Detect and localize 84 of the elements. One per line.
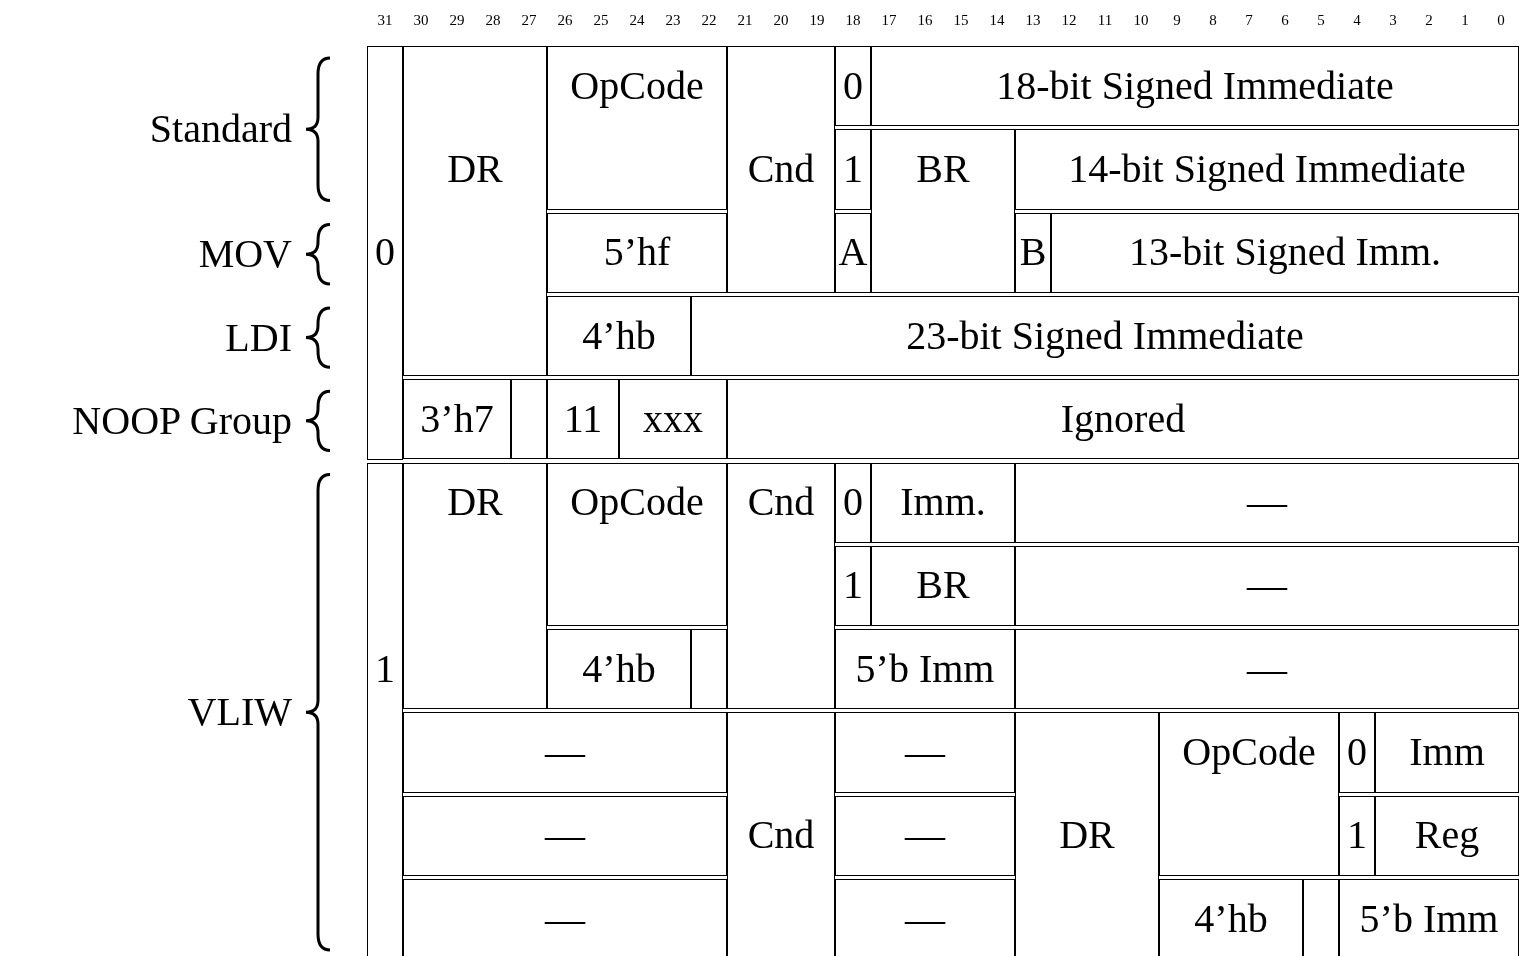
field-label: 5’b Imm: [1359, 896, 1499, 941]
bit-number: 26: [557, 12, 573, 29]
format-label: MOV: [198, 232, 292, 277]
field-label: —: [545, 730, 585, 775]
bit-number: 28: [485, 12, 501, 29]
bit-number: 31: [377, 12, 393, 29]
bit-number: 7: [1245, 12, 1253, 29]
field-label: 23-bit Signed Immediate: [906, 313, 1304, 358]
field-label: —: [1247, 480, 1287, 525]
field-label: DR: [447, 146, 503, 191]
field-label: Reg: [1414, 813, 1480, 858]
bit-number: 20: [773, 12, 789, 29]
field-label: Cnd: [747, 480, 815, 525]
field-label: BR: [916, 563, 970, 608]
field-label: DR: [1059, 813, 1115, 858]
bit-number: 8: [1209, 12, 1217, 29]
field-label: —: [1247, 646, 1287, 691]
field-label: 4’hb: [1194, 896, 1268, 941]
field-label: 13-bit Signed Imm.: [1128, 230, 1442, 275]
format-label: Standard: [149, 107, 292, 152]
field-label: OpCode: [1182, 730, 1316, 775]
bit-number: 19: [809, 12, 825, 29]
field-label: xxx: [643, 396, 703, 441]
bit-number: 0: [1497, 12, 1505, 29]
field-label: 0: [1347, 730, 1367, 775]
field-label: BR: [916, 146, 970, 191]
field-label: OpCode: [570, 63, 704, 108]
bit-number: 23: [665, 12, 681, 29]
bit-number: 25: [593, 12, 609, 29]
field-label: A: [838, 230, 868, 275]
field-label: 4’hb: [582, 313, 656, 358]
field-label: Ignored: [1060, 396, 1186, 441]
field-label: 1: [843, 146, 863, 191]
field-label: 3’h7: [420, 396, 494, 441]
format-label: VLIW: [187, 690, 292, 735]
bit-number: 2: [1425, 12, 1433, 29]
bit-number: 9: [1173, 12, 1181, 29]
bit-number: 6: [1281, 12, 1289, 29]
field-label: Imm: [1409, 730, 1485, 775]
bit-number: 18: [845, 12, 861, 29]
field-label: 0: [843, 63, 863, 108]
bit-number: 30: [413, 12, 429, 29]
bit-number: 13: [1025, 12, 1041, 29]
field-label: Cnd: [747, 813, 815, 858]
field-label: Cnd: [747, 146, 815, 191]
field-label: —: [905, 730, 945, 775]
format-label: LDI: [225, 315, 292, 360]
field-label: 4’hb: [582, 646, 656, 691]
field-label: 0: [843, 480, 863, 525]
bit-number: 27: [521, 12, 537, 29]
field-label: OpCode: [570, 480, 704, 525]
field-label: —: [545, 896, 585, 941]
bit-number: 24: [629, 12, 645, 29]
bit-number: 1: [1461, 12, 1469, 29]
bit-number: 29: [449, 12, 465, 29]
field-label: —: [1247, 563, 1287, 608]
field-label: 1: [375, 646, 395, 691]
bit-number: 16: [917, 12, 933, 29]
format-label: NOOP Group: [72, 398, 292, 443]
bit-number: 4: [1353, 12, 1361, 29]
bit-number: 3: [1389, 12, 1397, 29]
field-label: —: [905, 813, 945, 858]
bit-number: 5: [1317, 12, 1325, 29]
field-label: 1: [843, 563, 863, 608]
bit-number: 17: [881, 12, 897, 29]
field-label: 18-bit Signed Immediate: [996, 63, 1394, 108]
bit-number: 10: [1133, 12, 1149, 29]
bit-number: 11: [1097, 12, 1113, 29]
bit-number: 21: [737, 12, 753, 29]
bit-number: 15: [953, 12, 969, 29]
field-label: 1: [1347, 813, 1367, 858]
field-label: 14-bit Signed Immediate: [1068, 146, 1466, 191]
bit-number: 12: [1061, 12, 1077, 29]
field-label: 11: [563, 396, 603, 441]
field-label: —: [545, 813, 585, 858]
field-label: 5’hf: [603, 230, 671, 275]
bit-number: 14: [989, 12, 1005, 29]
bit-number: 22: [701, 12, 717, 29]
field-label: Imm.: [900, 480, 986, 525]
field-label: 5’b Imm: [855, 646, 995, 691]
field-label: DR: [447, 480, 503, 525]
field-label: B: [1019, 230, 1047, 275]
field-label: —: [905, 896, 945, 941]
field-label: 0: [375, 230, 395, 275]
